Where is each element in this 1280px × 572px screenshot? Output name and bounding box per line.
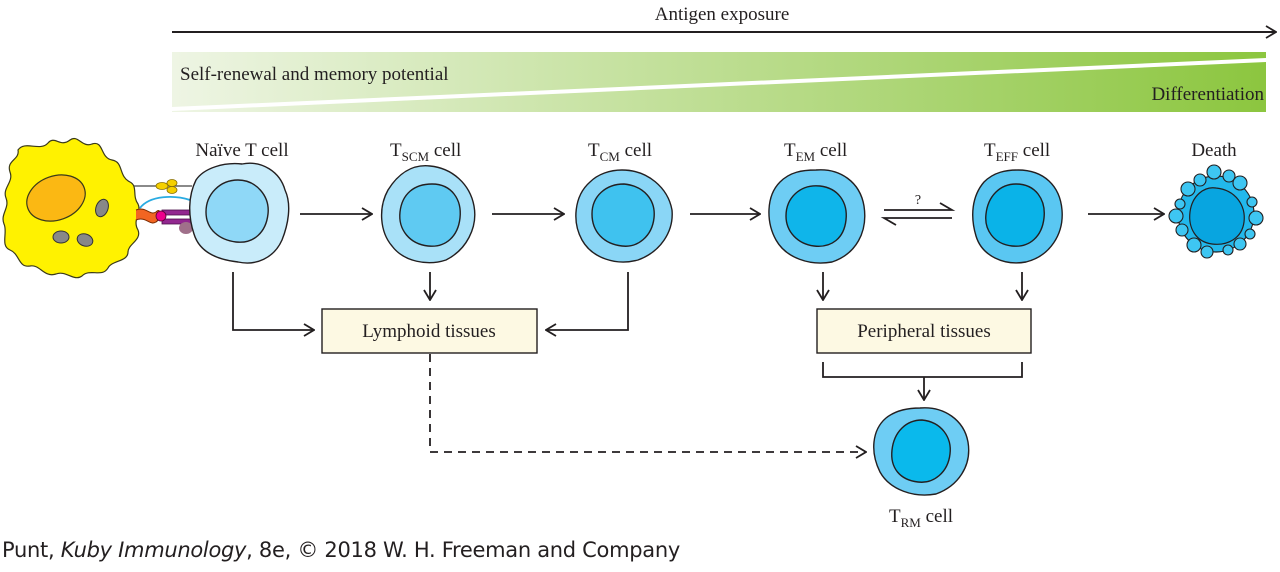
gradient-divider <box>172 58 1266 111</box>
costim-molecule <box>166 179 178 187</box>
cell-teff[interactable]: TEFF cell <box>972 140 1063 264</box>
cell-nucleus <box>399 183 461 247</box>
reverse-half-arrow <box>880 217 952 226</box>
lymphoid-connectors <box>232 272 866 452</box>
cell-nucleus <box>985 183 1045 247</box>
cell-label: TEM cell <box>784 140 847 164</box>
equilibrium-question-label: ? <box>915 193 921 208</box>
lymphoid-box-rect <box>321 308 538 354</box>
figure-caption: Punt, Kuby Immunology, 8e, © 2018 W. H. … <box>2 538 680 562</box>
cell-nucleus <box>785 185 847 247</box>
peripheral-box-rect <box>816 308 1032 354</box>
self-renewal-label: Self-renewal and memory potential <box>180 64 449 85</box>
cell-naive[interactable]: Naïve T cell <box>189 140 290 264</box>
lymphoid-tissues-box[interactable]: Lymphoid tissues <box>321 308 538 354</box>
cell-label: TRM cell <box>889 506 953 530</box>
arrow-naive-to-lymphoid <box>232 272 314 330</box>
lymphoid-tissues-label: Lymphoid tissues <box>362 321 496 342</box>
cell-label: TSCM cell <box>390 140 461 164</box>
tcr-chain <box>161 209 193 216</box>
forward-half-arrow <box>884 202 956 211</box>
mitochondrion-icon <box>76 233 94 247</box>
cell-tem[interactable]: TEM cell <box>768 140 866 264</box>
peripheral-connectors <box>823 272 1022 400</box>
caption-author: Punt, <box>2 538 61 562</box>
arrow-tcm-to-lymphoid <box>546 272 629 330</box>
cell-nucleus <box>591 183 655 247</box>
cd4-coreceptor <box>139 196 191 209</box>
mitochondrion-icon <box>95 198 109 218</box>
cell-death[interactable]: Death <box>1168 140 1264 259</box>
cell-label: Naïve T cell <box>195 140 288 161</box>
caption-book-title: Kuby Immunology <box>60 538 247 562</box>
cell-nucleus <box>891 419 951 483</box>
costim-molecule <box>155 182 169 190</box>
cell-nucleus <box>1189 187 1245 245</box>
cell-nucleus <box>205 179 269 243</box>
peptide-antigen <box>155 210 167 222</box>
mitochondrion-icon <box>52 230 70 244</box>
differentiation-label: Differentiation <box>1151 84 1264 105</box>
cd3-complex <box>179 222 193 234</box>
costim-molecule <box>166 186 178 194</box>
antigen-presenting-cell <box>2 138 193 279</box>
peripheral-tissues-box[interactable]: Peripheral tissues <box>816 308 1032 354</box>
cell-trm[interactable]: TRM cell <box>873 407 970 530</box>
antigen-exposure-axis: Antigen exposure <box>172 4 1276 32</box>
peripheral-bracket <box>822 362 1023 378</box>
cell-tscm[interactable]: TSCM cell <box>381 140 476 264</box>
apoptotic-blebs <box>1168 164 1264 259</box>
cell-label: TEFF cell <box>984 140 1050 164</box>
caption-publisher: , 8e, © 2018 W. H. Freeman and Company <box>246 538 680 562</box>
peripheral-tissues-label: Peripheral tissues <box>857 321 991 342</box>
apc-nucleus <box>26 174 86 222</box>
cell-label: Death <box>1191 140 1237 161</box>
cell-tcm[interactable]: TCM cell <box>575 140 673 263</box>
gradient-band: Self-renewal and memory potential Differ… <box>172 52 1266 112</box>
equilibrium-arrows: ? <box>880 193 956 226</box>
cell-label: TCM cell <box>588 140 652 164</box>
dashed-arrow-lymphoid-to-trm <box>429 354 866 452</box>
antigen-exposure-label: Antigen exposure <box>655 4 790 25</box>
